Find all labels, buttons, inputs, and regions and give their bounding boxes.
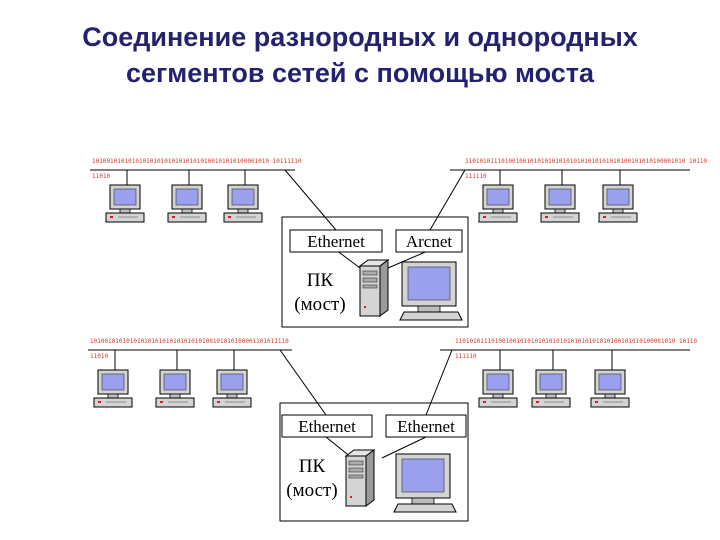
bit-stream-left: 1010010101010101010101010101010100101010… bbox=[92, 158, 302, 165]
bridge-label-sub: (мост) bbox=[294, 294, 345, 315]
port-box-left bbox=[281, 414, 373, 438]
bit-stream-left-cont: 11010 bbox=[90, 353, 108, 360]
link-line bbox=[279, 349, 327, 416]
tower-pc-icon bbox=[345, 449, 375, 507]
workstation-icon bbox=[598, 184, 638, 223]
bridge-label-sub: (мост) bbox=[286, 480, 337, 501]
workstation-icon bbox=[478, 369, 518, 408]
port-label-left: Ethernet bbox=[298, 417, 356, 436]
workstation-icon bbox=[105, 184, 145, 223]
port-box-right bbox=[395, 229, 463, 253]
port-box-right bbox=[385, 414, 467, 438]
bit-stream-right: 1101010111010010010101010101010101010101… bbox=[455, 338, 697, 345]
bit-stream-left-cont: 11010 bbox=[92, 173, 110, 180]
bit-stream-right-cont: 111110 bbox=[465, 173, 487, 180]
link-line bbox=[425, 349, 453, 416]
workstation-icon bbox=[212, 369, 252, 408]
diagram-ethernet-arcnet: 1010010101010101010101010101010100101010… bbox=[90, 158, 707, 328]
workstation-icon bbox=[478, 184, 518, 223]
port-label-right: Ethernet bbox=[397, 417, 455, 436]
bit-stream-right-cont: 111110 bbox=[455, 353, 477, 360]
link-line bbox=[429, 169, 466, 231]
link-line bbox=[284, 169, 337, 231]
workstation-icon bbox=[540, 184, 580, 223]
bridge-label: ПК bbox=[299, 456, 326, 477]
bit-stream-left: 1010010101010101010101010101010100101010… bbox=[90, 338, 289, 345]
port-label-right: Arcnet bbox=[406, 232, 453, 251]
bit-stream-right: 1101010111010010010101010101010101010101… bbox=[465, 158, 707, 165]
bridge-label: ПК bbox=[307, 270, 334, 291]
workstation-icon bbox=[590, 369, 630, 408]
workstation-icon bbox=[531, 369, 571, 408]
title-line-1: Соединение разнородных и однородных bbox=[82, 22, 638, 52]
port-label-left: Ethernet bbox=[307, 232, 365, 251]
diagram-ethernet-ethernet: 1010010101010101010101010101010100101010… bbox=[88, 338, 697, 522]
port-box-left bbox=[289, 229, 383, 253]
workstation-icon bbox=[223, 184, 263, 223]
tower-pc-icon bbox=[359, 259, 389, 317]
workstation-icon bbox=[155, 369, 195, 408]
workstation-icon bbox=[93, 369, 133, 408]
title-line-2: сегментов сетей с помощью моста bbox=[125, 58, 595, 88]
workstation-icon bbox=[167, 184, 207, 223]
